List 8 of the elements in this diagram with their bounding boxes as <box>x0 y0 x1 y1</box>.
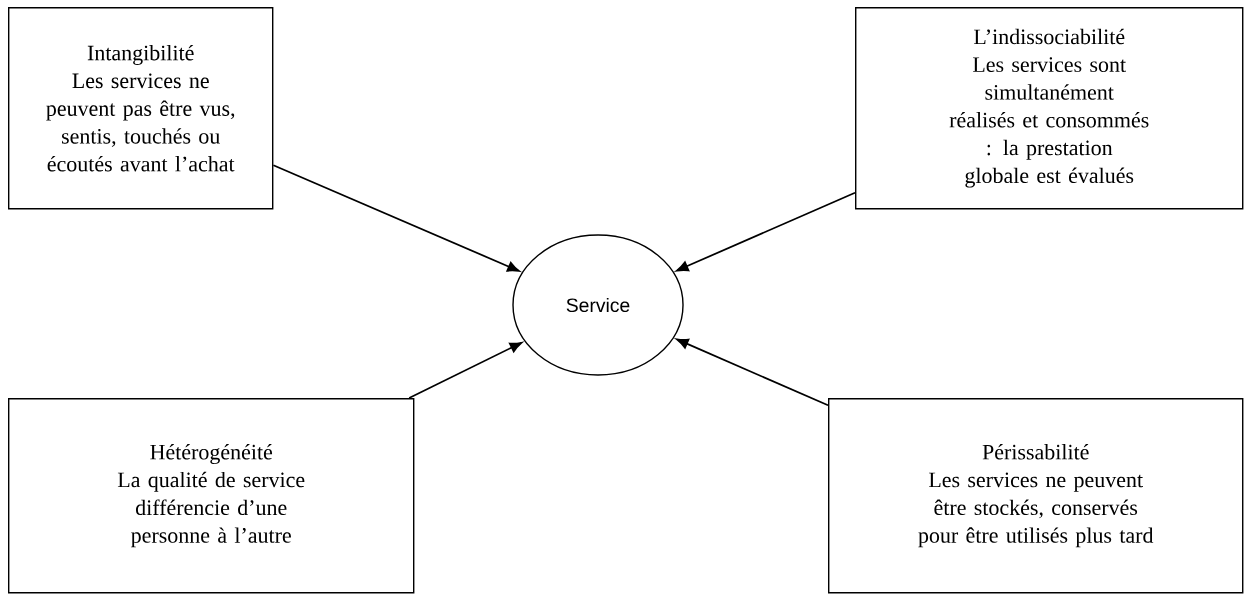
text-box: Intangibilité Les services ne peuvent pas être vus, sentis, touchés ou écoutés avant l’achat <box>8 7 274 210</box>
arrow <box>408 341 523 399</box>
arrow <box>272 164 520 272</box>
text-box: L’indissociabilité Les services sont simultanément réalisés et consommés : la prestation globale est évalués <box>855 7 1244 210</box>
text-box: Hétérogénéité La qualité de service différencie d’une personne à l’autre <box>8 398 415 594</box>
arrow <box>676 338 829 407</box>
text-box: Périssabilité Les services ne peuvent être stockés, conservés pour être utilisés plus tard <box>828 398 1244 594</box>
arrow <box>676 191 856 272</box>
